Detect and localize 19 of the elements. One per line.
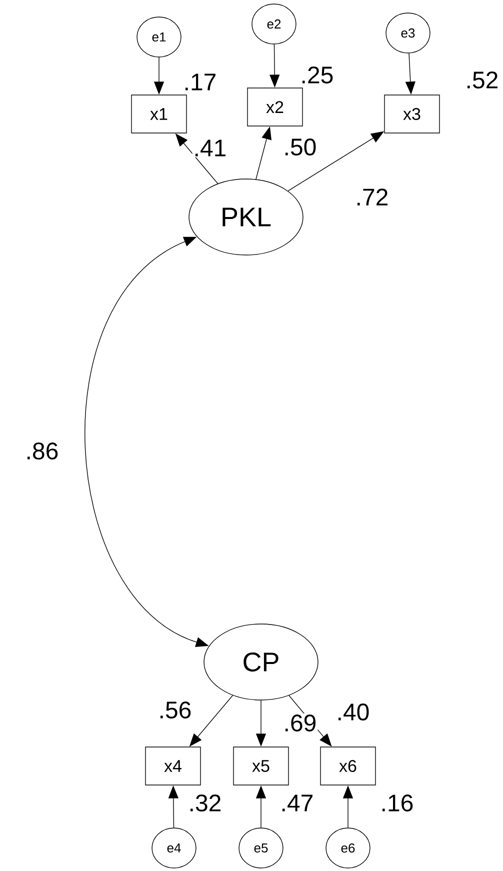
coefficient-label: .52 <box>468 72 498 88</box>
observed-variable-box: x5 <box>233 746 289 786</box>
coefficient-label: .17 <box>186 74 216 90</box>
observed-variable-box: x3 <box>384 94 440 134</box>
edge-label: .40 <box>335 702 371 722</box>
observed-variable-box: x2 <box>247 88 303 126</box>
edge-label: .72 <box>354 188 390 206</box>
edge-label: .41 <box>192 138 228 158</box>
edge-label: .56 <box>157 700 193 720</box>
observed-variable-box: x4 <box>145 746 201 786</box>
edge-label: .69 <box>282 714 318 732</box>
observed-variable-box: x6 <box>320 746 376 786</box>
edge-label: .50 <box>282 138 318 156</box>
observed-variable-box: x1 <box>131 94 187 134</box>
coefficient-label: .16 <box>382 794 413 812</box>
edge-label: .86 <box>24 442 60 460</box>
coefficient-label: .32 <box>190 794 220 812</box>
coefficient-label: .25 <box>302 66 333 84</box>
coefficient-label: .47 <box>282 794 312 812</box>
